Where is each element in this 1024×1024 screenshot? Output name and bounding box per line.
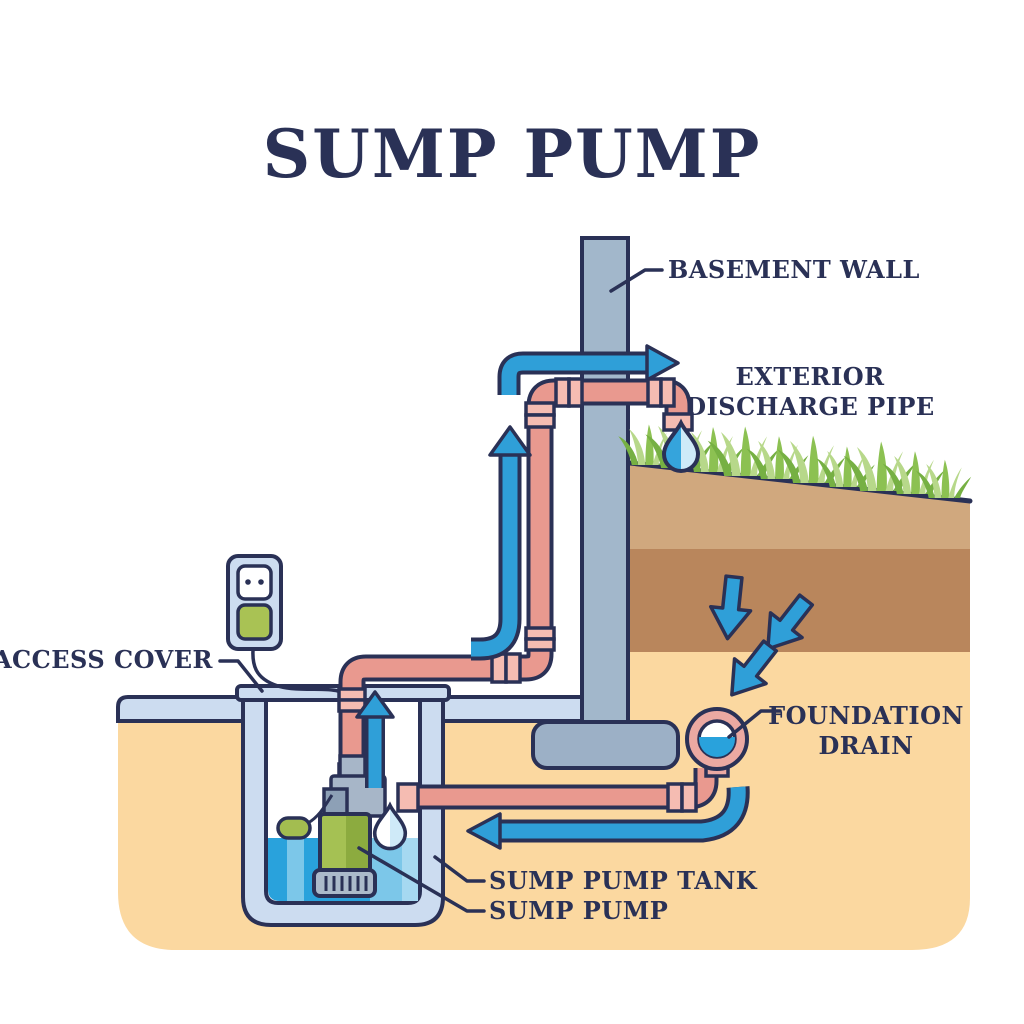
soil-layer-top [627, 463, 970, 549]
arrowhead [466, 812, 502, 850]
discharge-pipe [337, 377, 694, 782]
drain-water [699, 737, 735, 757]
flow-arrow-up-main [471, 425, 532, 661]
pump-intake-slots [324, 876, 368, 891]
pipe-coupling [680, 782, 698, 813]
label-sump-pump-tank: SUMP PUMP TANK [489, 866, 758, 895]
label-foundation-drain-line2: DRAIN [818, 731, 913, 760]
label-foundation-drain-line1: FOUNDATION [768, 701, 964, 730]
basement-wall [580, 236, 630, 725]
pipe-coupling [567, 377, 584, 408]
pump-body-shade [346, 814, 370, 872]
pipe-coupling [504, 652, 522, 684]
labels: SUMP PUMP BASEMENT WALL EXTERIOR DISCHAR… [0, 115, 964, 925]
pipe-coupling [659, 377, 676, 408]
pipe-coupling [554, 377, 571, 408]
floor-slab-right [441, 695, 584, 723]
pointer-access-cover [218, 659, 264, 693]
pointer-sump-pump [357, 846, 486, 913]
pipe-coupling [646, 377, 663, 408]
float-cord [307, 794, 334, 825]
pump-base [312, 868, 377, 898]
basement-floor [116, 695, 584, 723]
pipe-coupling [524, 401, 556, 417]
water-stripe [287, 838, 304, 901]
tank-water [268, 838, 418, 901]
float-switch [276, 816, 312, 840]
pipe-coupling [666, 782, 684, 813]
pipe-coupling [396, 782, 420, 813]
floor-slab-left [116, 695, 245, 723]
arrowhead [645, 344, 680, 382]
plug [236, 603, 273, 641]
drain-pipe [396, 768, 719, 813]
page-title: SUMP PUMP [263, 115, 762, 193]
label-exterior-discharge-line2: DISCHARGE PIPE [685, 392, 934, 421]
water-droplet-icon-tank [372, 801, 408, 851]
label-sump-pump: SUMP PUMP [489, 896, 668, 925]
label-access-cover: ACCESS COVER [0, 645, 214, 674]
pipe-coupling [524, 413, 556, 429]
pointer-sump-pump-tank [433, 855, 486, 883]
pointer-foundation-drain [727, 709, 782, 739]
power-outlet [226, 554, 339, 693]
pointer-basement-wall [609, 268, 664, 293]
label-exterior-discharge-line1: EXTERIOR [735, 362, 885, 391]
socket-hole [245, 579, 251, 585]
wall-footing [531, 720, 680, 770]
flow-arrow-up-pit [355, 690, 395, 788]
arrowhead [488, 425, 532, 457]
water-droplet-icon-exterior [661, 418, 701, 473]
flow-arrow-out [497, 344, 680, 395]
foundation-drain [685, 707, 749, 778]
pipe-coupling [524, 637, 556, 652]
label-basement-wall: BASEMENT WALL [668, 255, 920, 284]
flow-arrow-in [466, 786, 750, 850]
water-stripe [402, 838, 418, 901]
arrowhead [355, 690, 395, 719]
power-cord [251, 639, 339, 693]
socket-hole [258, 579, 264, 585]
outlet-socket [236, 564, 273, 601]
